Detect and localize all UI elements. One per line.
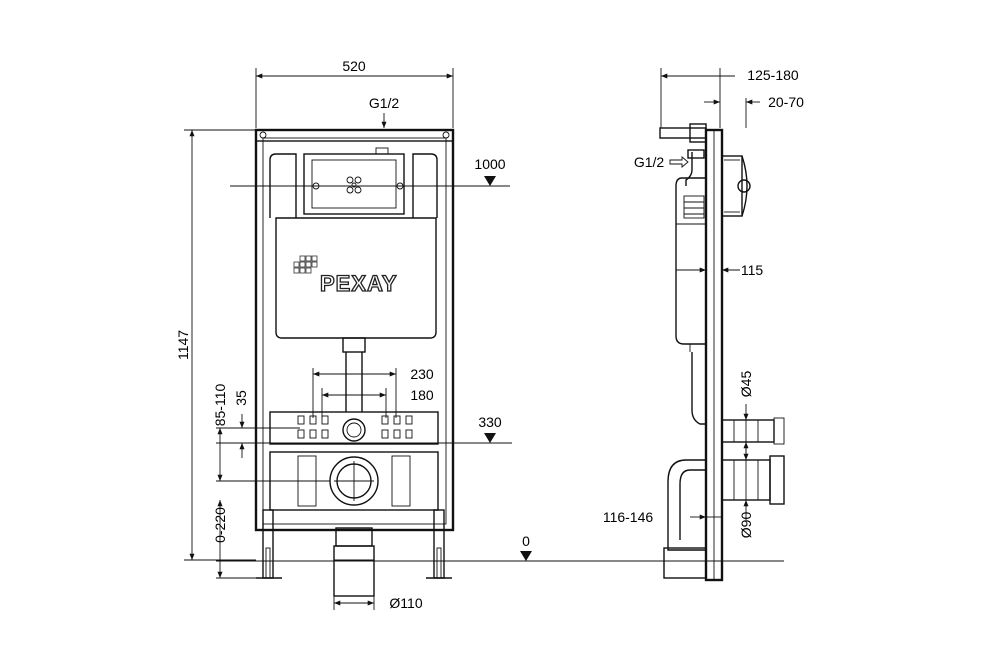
label-inlet-side: G1/2 (634, 154, 665, 170)
front-view: 520 G1/2 (175, 58, 784, 611)
drain-elbow (667, 459, 706, 551)
dim-flush-pipe-diameter: Ø45 (738, 371, 754, 398)
dim-bolt-offset: 35 (233, 390, 249, 406)
dim-plate-range: 20-70 (768, 94, 804, 110)
brand-name: PEXAY (320, 271, 398, 296)
dim-drain-offset: 116-146 (603, 509, 654, 525)
label-inlet-front: G1/2 (369, 95, 400, 111)
dim-width: 520 (342, 58, 366, 74)
frame-outline (254, 128, 455, 532)
flush-button (737, 179, 751, 193)
cistern-body (275, 217, 437, 339)
dim-spacing-inner: 180 (410, 387, 434, 403)
flush-outlet (342, 418, 366, 442)
dim-flush-height: 330 (478, 414, 502, 430)
dim-drain-diameter: Ø110 (389, 595, 422, 611)
side-view: 125-180 20-70 G1/2 115 (603, 67, 804, 582)
dim-drain-diameter-side: Ø90 (738, 512, 754, 539)
dim-frame-depth: 115 (741, 262, 764, 278)
dim-adjust-range: 0-220 (212, 507, 228, 543)
flush-pipe-45 (721, 419, 775, 443)
dim-height: 1147 (175, 330, 191, 360)
cistern-side (675, 177, 706, 345)
mounting-holes (297, 415, 413, 439)
dim-depth-range: 125-180 (747, 67, 799, 83)
brand-logo: PEXAY (293, 255, 398, 297)
dim-floor-level: 0 (522, 533, 530, 549)
dim-bolt-range: 85-110 (212, 384, 228, 427)
dim-spacing-outer: 230 (410, 366, 434, 382)
dim-cistern-level: 1000 (474, 156, 505, 172)
